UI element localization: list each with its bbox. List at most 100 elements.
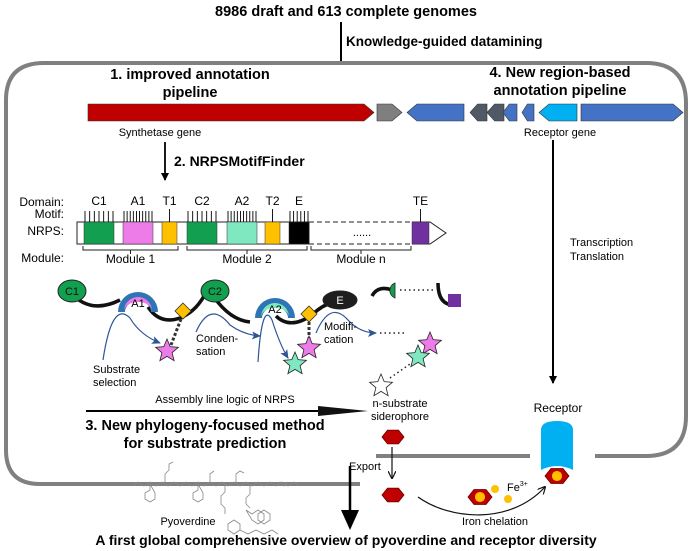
receptor-gene-label: Receptor gene [524, 127, 596, 139]
domain-label-t1: T1 [162, 194, 176, 208]
small-gene-3-arrow [502, 103, 518, 122]
assembly-arrow-head [318, 406, 368, 416]
step3-title-line2: for substrate prediction [124, 436, 287, 452]
enzyme-a2-label: A2 [268, 304, 281, 316]
enzyme-t1 [174, 302, 192, 320]
tether-1 [169, 318, 183, 346]
substrate-star-n [368, 372, 394, 397]
fe-ion-2 [504, 495, 512, 503]
nrps-dashed-section [309, 221, 412, 245]
enzyme-e-label: E [336, 295, 343, 307]
small-gene-4-arrow [521, 103, 535, 122]
header-title: 8986 draft and 613 complete genomes [215, 4, 477, 20]
domain-c2 [186, 221, 218, 245]
fe-label: Fe3+ [507, 481, 528, 494]
condensation-arrow-2 [257, 314, 289, 363]
substrate-star-2 [282, 350, 308, 375]
modification-line1: Modifi- [324, 321, 357, 333]
domain-label-a2: A2 [235, 194, 250, 208]
domain-c1 [83, 221, 115, 245]
module-label-3: Module n [336, 252, 385, 266]
substrate-selection-line2: selection [93, 377, 136, 389]
domain-label-a1: A1 [131, 194, 146, 208]
enzyme-te [448, 294, 461, 307]
module-label-1: Module 1 [106, 252, 156, 266]
enzyme-c-partial [389, 282, 396, 299]
membrane-gap-export [360, 448, 376, 464]
step4-title-line2: annotation pipeline [494, 83, 627, 99]
nrps-row-label: NRPS: [27, 224, 64, 238]
module-brace-3 [310, 246, 412, 254]
product-label-line1: n-substrate [372, 398, 427, 410]
step3-title-line1: 3. New phylogeny-focused method [85, 418, 324, 434]
step1-title-line1: 1. improved annotation [110, 67, 270, 83]
domain-label-te: TE [413, 194, 428, 208]
substrate-selection-line1: Substrate [93, 364, 140, 376]
siderophore-exported [381, 487, 405, 503]
condensation-line2: sation [196, 346, 225, 358]
module-label-2: Module 2 [222, 252, 272, 266]
domain-t1 [161, 221, 178, 245]
star-dots [389, 363, 411, 379]
chelation-arrow [417, 487, 545, 516]
assembly-line-label: Assembly line logic of NRPS [155, 394, 294, 406]
enzyme-a2-cup [255, 298, 295, 318]
step1-title-line2: pipeline [163, 85, 218, 101]
enzyme-c1 [57, 279, 87, 303]
synthetase-gene-arrow [87, 103, 375, 122]
enzyme-e [322, 290, 358, 310]
enzyme-c2-label: C2 [208, 286, 222, 298]
receptor-label: Receptor [534, 401, 583, 415]
enzyme-a2 [261, 303, 289, 317]
siderophores [381, 429, 570, 505]
domain-e [288, 221, 310, 245]
translation-label: Translation [570, 251, 624, 263]
domain-label-e: E [295, 194, 303, 208]
other-gene-arrow [376, 103, 403, 122]
selection-arrow [102, 313, 161, 361]
receptor-channel [541, 421, 573, 470]
iron-chelation-label: Iron chelation [462, 516, 528, 528]
condensation-line1: Conden- [196, 333, 239, 345]
gene-cluster [87, 103, 684, 122]
product-label-line2: siderophore [371, 411, 429, 423]
modification-line2: cation [324, 334, 353, 346]
enzyme-a1-cup [118, 292, 158, 312]
domain-label-t2: T2 [265, 194, 279, 208]
cell-membrane-top [4, 61, 688, 486]
domain-row-label: Domain: [19, 195, 64, 209]
motif-row-label: Motif: [35, 207, 64, 221]
enzyme-a1 [124, 297, 152, 311]
substrate-star-5 [405, 343, 431, 368]
enzyme-c1-label: C1 [65, 286, 79, 298]
step4-title-line1: 4. New region-based [489, 65, 630, 81]
substrate-star-4 [417, 330, 443, 355]
fe-ion-1 [491, 485, 499, 493]
nrps-ellipsis: ...... [353, 227, 371, 239]
conclusion-arrow-head [341, 510, 359, 530]
fe-charge: 3+ [520, 481, 528, 488]
small-gene-1-arrow [469, 103, 488, 122]
fe-text: Fe [507, 482, 520, 494]
header-subtitle: Knowledge-guided datamining [346, 34, 543, 49]
pyoverdine-label: Pyoverdine [160, 516, 215, 528]
enzyme-c2 [200, 279, 230, 303]
siderophore-chelated-iron [474, 491, 486, 503]
small-gene-2-arrow [486, 103, 505, 122]
enzyme-a1-label: A1 [131, 298, 144, 310]
receptor-gene-arrow [538, 103, 578, 122]
domain-a2 [226, 221, 258, 245]
domain-a1 [122, 221, 154, 245]
modification-arrow [315, 311, 377, 337]
domain-label-c1: C1 [91, 194, 107, 208]
substrate-star-1 [154, 337, 180, 362]
domain-t2 [264, 221, 281, 245]
siderophore-receptor-bound-iron [551, 470, 563, 482]
domain-label-c2: C2 [194, 194, 210, 208]
substrate-star-3 [296, 334, 322, 359]
module-brace-2 [186, 246, 308, 254]
transcription-label: Transcription [570, 237, 633, 249]
nrps-bar: C1 A1 T1 C2 A2 T2 E TE...... Module 1 Module 2 Mod… [76, 194, 447, 266]
